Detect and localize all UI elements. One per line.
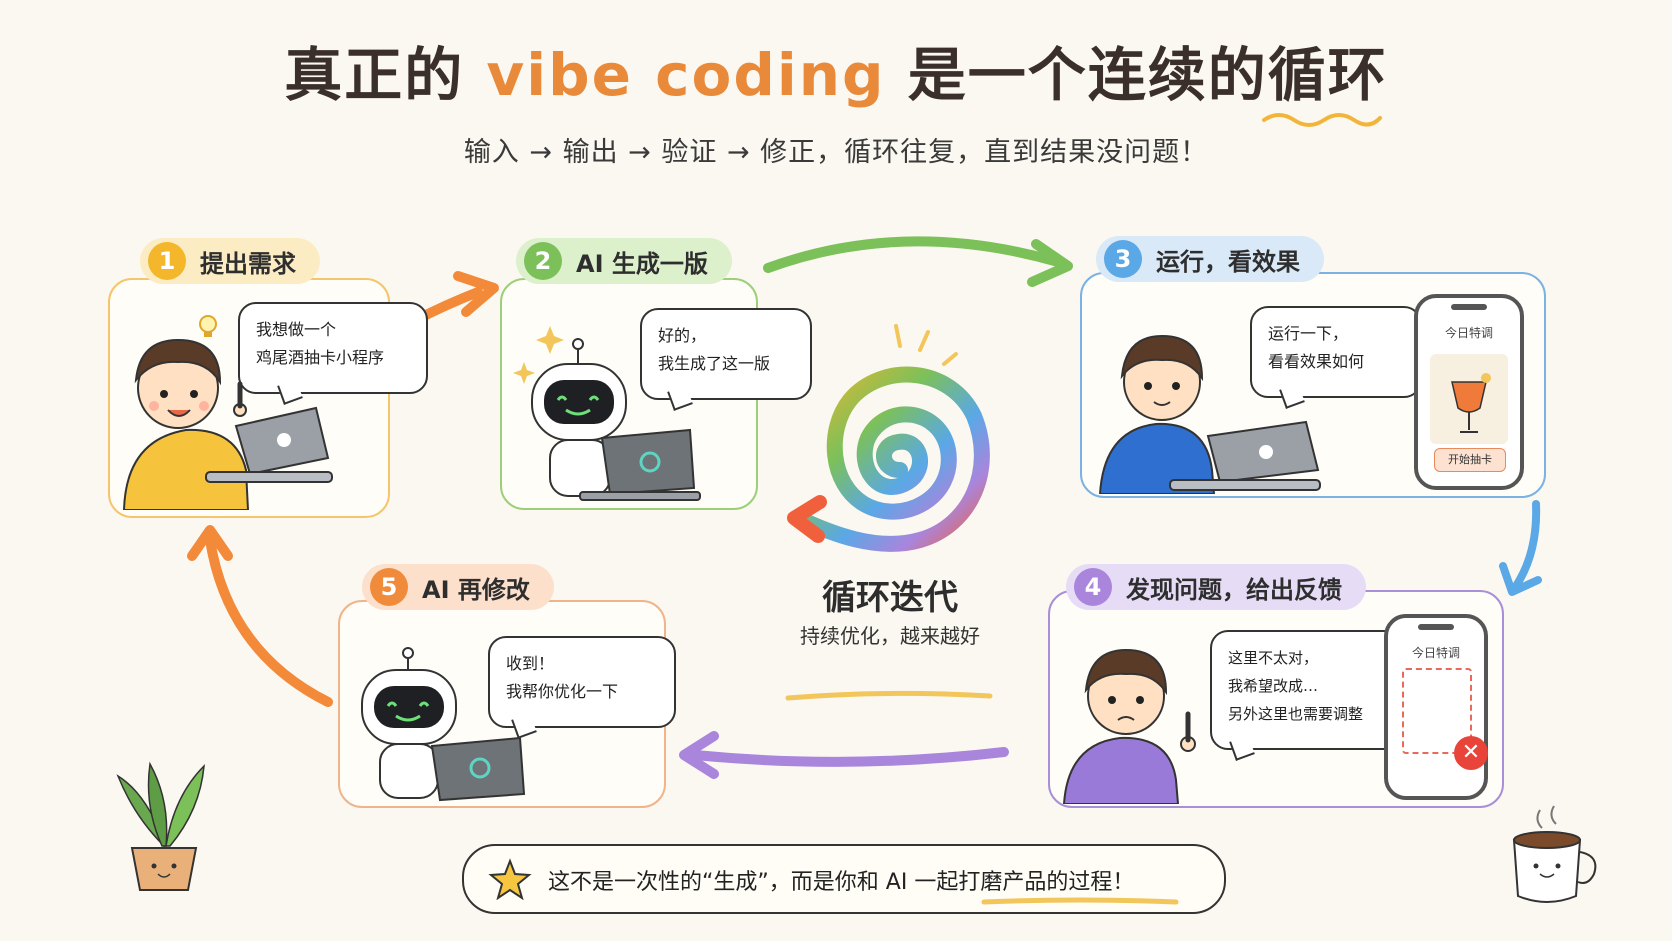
step-4-tab: 4 发现问题，给出反馈: [1066, 564, 1366, 610]
sparkle-icon: [513, 362, 535, 384]
robot-with-laptop-illustration: [513, 326, 701, 501]
bubble-line: 我希望改成…: [1228, 677, 1319, 695]
step-5-speech-bubble: 收到！ 我帮你优化一下: [488, 636, 676, 739]
step-3-tab: 3 运行，看效果: [1096, 236, 1324, 282]
problem-area-box: [1402, 668, 1472, 754]
sparkle-icon: [536, 326, 564, 354]
bubble-line: 我帮你优化一下: [506, 682, 619, 701]
bubble-line: 看看效果如何: [1268, 352, 1365, 371]
openai-logo-icon: [469, 757, 491, 779]
bubble-line: 好的，: [658, 326, 707, 345]
step-3-number: 3: [1104, 240, 1142, 278]
title-underline-squiggle: [1262, 113, 1382, 127]
step-5-number: 5: [370, 568, 408, 606]
step-1-tab: 1 提出需求: [140, 238, 320, 284]
step-1-speech-bubble: 我想做一个 鸡尾酒抽卡小程序: [238, 302, 428, 405]
bubble-line: 运行一下，: [1268, 324, 1349, 343]
step-4-label: 发现问题，给出反馈: [1126, 575, 1342, 604]
step-2-label: AI 生成一版: [576, 249, 708, 278]
phone-title: 今日特调: [1411, 646, 1460, 660]
openai-logo-icon: [639, 451, 661, 473]
step-1-number: 1: [148, 242, 186, 280]
center-title: 循环迭代: [822, 578, 958, 618]
robot-fixing-illustration: [361, 647, 526, 802]
step-3-speech-bubble: 运行一下， 看看效果如何: [1250, 306, 1422, 409]
step-3-label: 运行，看效果: [1156, 247, 1300, 276]
step-2-tab: 2 AI 生成一版: [516, 238, 732, 284]
step-5-tab: 5 AI 再修改: [362, 564, 554, 610]
start-draw-button[interactable]: 开始抽卡: [1434, 448, 1506, 472]
phone-title: 今日特调: [1444, 326, 1493, 340]
bubble-line: 收到！: [506, 654, 555, 673]
lightbulb-icon: [199, 315, 217, 337]
close-icon: ✕: [1454, 736, 1488, 770]
bubble-line: 鸡尾酒抽卡小程序: [256, 348, 385, 367]
page-subtitle: 输入 → 输出 → 验证 → 修正，循环往复，直到结果没问题！: [463, 137, 1209, 168]
step-4-number: 4: [1074, 568, 1112, 606]
bubble-line: 另外这里也需要调整: [1228, 705, 1364, 723]
step-3-phone: 今日特调 开始抽卡: [1414, 294, 1524, 490]
center-subtitle: 持续优化，越来越好: [800, 624, 980, 648]
cocktail-icon: [1430, 354, 1508, 444]
bubble-line: 我生成了这一版: [658, 354, 771, 373]
center-subtitle-underline: [785, 690, 993, 701]
star-icon: [488, 858, 532, 900]
step-4-speech-bubble: 这里不太对， 我希望改成… 另外这里也需要调整: [1210, 630, 1402, 761]
step-2-speech-bubble: 好的， 我生成了这一版: [640, 308, 812, 411]
bottom-text-underline: [981, 897, 1179, 905]
boy-blue-hoodie-illustration: [1098, 334, 1321, 494]
step-2-number: 2: [524, 242, 562, 280]
bottom-banner-text: 这不是一次性的“生成”，而是你和 AI 一起打磨产品的过程！: [548, 870, 1135, 895]
bubble-line: 我想做一个: [256, 320, 337, 339]
spiral-icon: [787, 324, 990, 552]
step-1-label: 提出需求: [200, 249, 296, 278]
potted-plant-icon: [116, 761, 205, 891]
step-4-phone: 今日特调 ✕: [1384, 614, 1488, 800]
page-title: 真正的 vibe coding 是一个连续的循环: [284, 41, 1388, 109]
coffee-mug-icon: [1512, 805, 1597, 903]
bubble-line: 这里不太对，: [1228, 649, 1319, 667]
boy-with-laptop-illustration: [122, 315, 333, 510]
step-5-label: AI 再修改: [422, 575, 530, 604]
boy-purple-hoodie-illustration: [1062, 648, 1196, 804]
